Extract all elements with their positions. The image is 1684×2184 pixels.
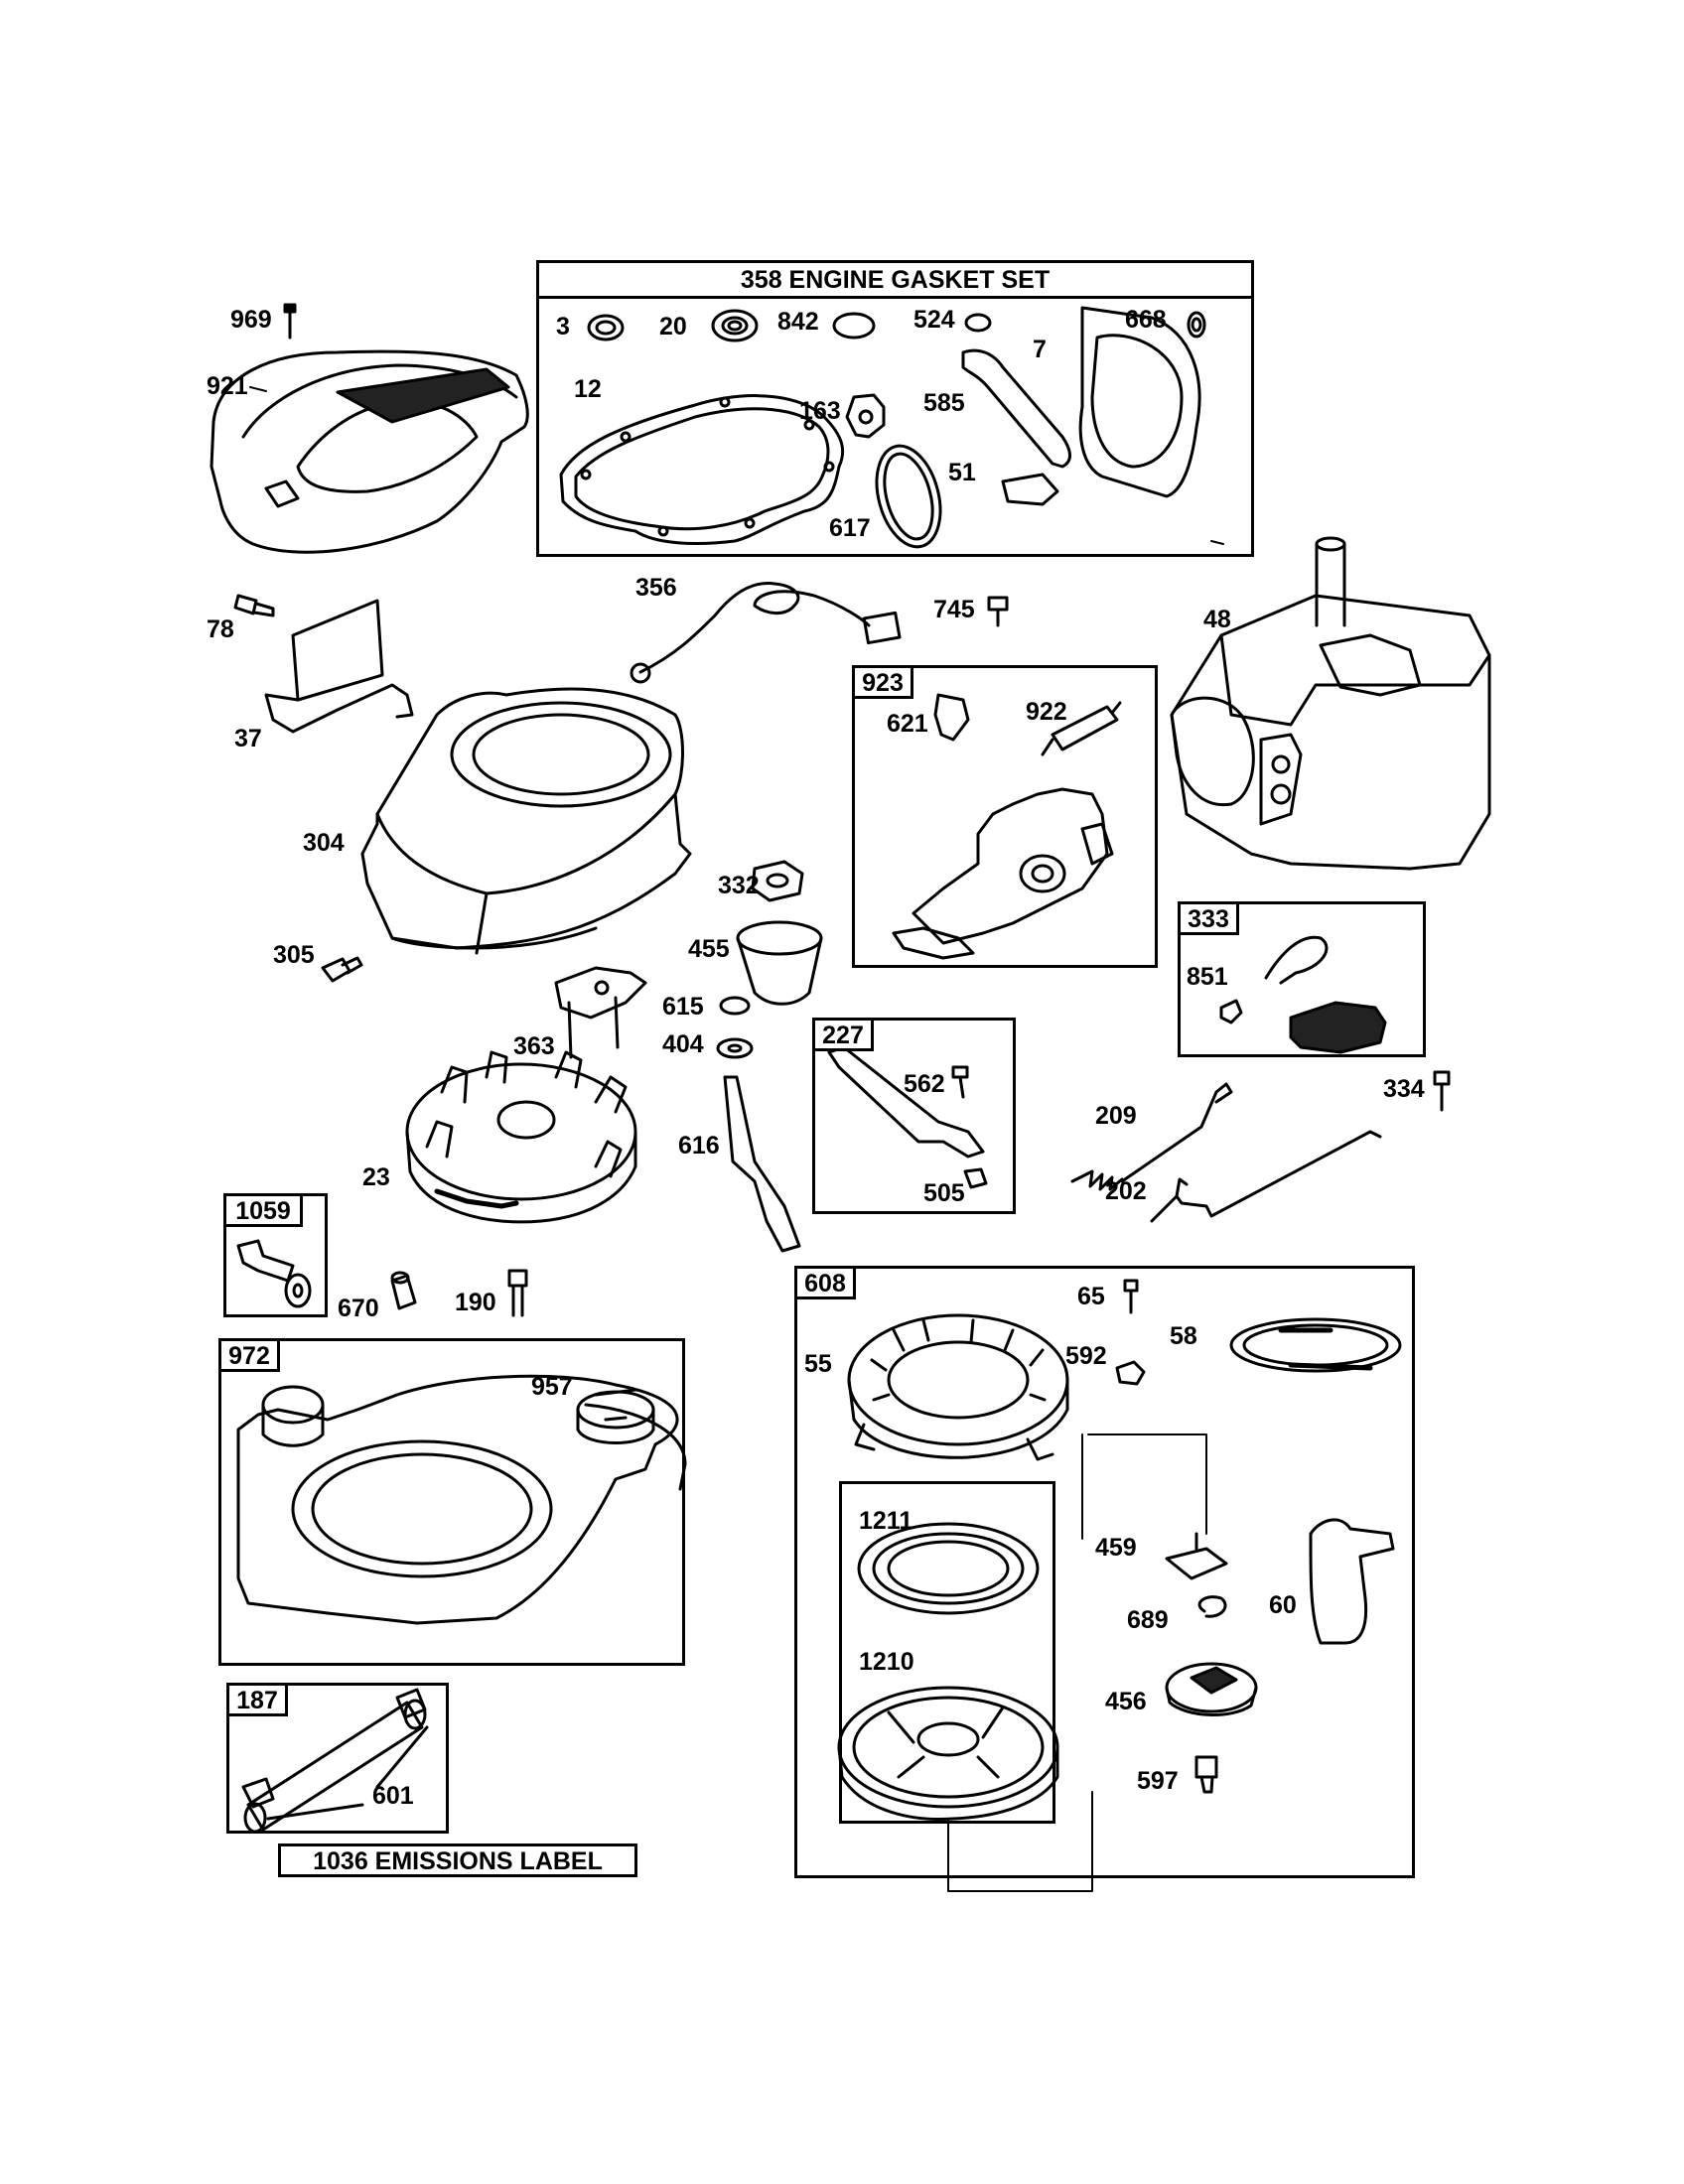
part-305-screw-drawing bbox=[321, 956, 363, 983]
label-55: 55 bbox=[804, 1350, 832, 1378]
label-23: 23 bbox=[362, 1163, 390, 1191]
gasket-set-box bbox=[536, 260, 1254, 557]
part-23-flywheel-drawing bbox=[405, 1050, 637, 1224]
box-923-tag: 923 bbox=[852, 665, 913, 699]
label-670: 670 bbox=[338, 1295, 379, 1322]
gasket-set-title-divider bbox=[536, 296, 1254, 299]
box-608-tag: 608 bbox=[794, 1266, 856, 1299]
label-842: 842 bbox=[777, 308, 819, 336]
box-227-parts-drawing bbox=[827, 1045, 988, 1189]
rewind-box-parts-drawing bbox=[837, 1522, 1059, 1821]
label-1211: 1211 bbox=[859, 1507, 913, 1535]
label-404: 404 bbox=[662, 1030, 704, 1058]
part-616-link-drawing bbox=[723, 1075, 801, 1253]
label-1210: 1210 bbox=[859, 1648, 914, 1676]
label-851: 851 bbox=[1187, 963, 1228, 991]
label-455: 455 bbox=[688, 935, 730, 963]
label-3: 3 bbox=[556, 313, 570, 341]
part-455-cup-drawing bbox=[736, 920, 823, 1006]
label-689: 689 bbox=[1127, 1606, 1169, 1634]
label-78: 78 bbox=[207, 615, 234, 643]
part-332-nut-drawing bbox=[751, 860, 804, 902]
label-621: 621 bbox=[887, 710, 928, 738]
label-202: 202 bbox=[1105, 1177, 1147, 1205]
label-7: 7 bbox=[1033, 336, 1047, 363]
box-333 bbox=[1178, 901, 1426, 1057]
label-459: 459 bbox=[1095, 1534, 1137, 1562]
label-921: 921 bbox=[207, 372, 248, 400]
part-670-190-drawing bbox=[390, 1269, 528, 1317]
label-617: 617 bbox=[829, 514, 871, 542]
gasket-set-title: 358 ENGINE GASKET SET bbox=[740, 266, 1051, 294]
label-922: 922 bbox=[1026, 698, 1067, 726]
label-304: 304 bbox=[303, 829, 345, 857]
label-356: 356 bbox=[635, 574, 677, 602]
starter-small-parts-drawing bbox=[1165, 1518, 1395, 1794]
label-58: 58 bbox=[1170, 1322, 1197, 1350]
part-356-wire-drawing bbox=[630, 581, 902, 684]
emissions-label-box: 1036 EMISSIONS LABEL bbox=[278, 1843, 637, 1877]
label-745: 745 bbox=[933, 596, 975, 623]
box-187-tag: 187 bbox=[226, 1683, 288, 1716]
part-48-engine-block-drawing bbox=[1170, 536, 1491, 871]
label-334: 334 bbox=[1383, 1075, 1425, 1103]
label-505: 505 bbox=[923, 1179, 965, 1207]
part-921-cover-drawing bbox=[210, 349, 529, 554]
label-668: 668 bbox=[1125, 306, 1167, 334]
box-227 bbox=[812, 1018, 1016, 1214]
part-745-screw-drawing bbox=[987, 596, 1009, 627]
label-601: 601 bbox=[372, 1782, 414, 1810]
label-616: 616 bbox=[678, 1132, 720, 1160]
label-305: 305 bbox=[273, 941, 315, 969]
label-456: 456 bbox=[1105, 1688, 1147, 1715]
part-363-bracket-drawing bbox=[554, 966, 647, 1059]
label-65: 65 bbox=[1077, 1283, 1105, 1310]
label-48: 48 bbox=[1203, 606, 1231, 633]
label-209: 209 bbox=[1095, 1102, 1137, 1130]
label-12: 12 bbox=[574, 375, 602, 403]
box-1059-tag: 1059 bbox=[223, 1193, 303, 1227]
label-37: 37 bbox=[234, 725, 262, 752]
rewind-inner-box bbox=[839, 1481, 1055, 1824]
label-363: 363 bbox=[513, 1032, 555, 1060]
box-972-parts-drawing bbox=[236, 1374, 687, 1625]
label-562: 562 bbox=[904, 1070, 945, 1098]
box-187-parts-drawing bbox=[241, 1688, 429, 1834]
label-163: 163 bbox=[799, 397, 841, 425]
box-608 bbox=[794, 1266, 1415, 1878]
box-923 bbox=[852, 665, 1158, 968]
box-923-parts-drawing bbox=[892, 693, 1122, 960]
part-969-screw-drawing bbox=[283, 303, 297, 340]
label-615: 615 bbox=[662, 993, 704, 1021]
part-304-blower-housing-drawing bbox=[360, 687, 692, 955]
box-608-parts-drawing bbox=[847, 1279, 1402, 1461]
box-333-tag: 333 bbox=[1178, 901, 1239, 935]
label-957: 957 bbox=[531, 1373, 573, 1401]
springs-links-drawing bbox=[1070, 1070, 1451, 1223]
label-524: 524 bbox=[913, 306, 955, 334]
gasket-set-parts-drawing bbox=[559, 306, 1206, 549]
label-585: 585 bbox=[923, 389, 965, 417]
label-51: 51 bbox=[948, 459, 976, 486]
box-227-tag: 227 bbox=[812, 1018, 874, 1051]
label-592: 592 bbox=[1065, 1342, 1107, 1370]
label-20: 20 bbox=[659, 313, 687, 341]
box-333-parts-drawing bbox=[1219, 935, 1387, 1054]
label-60: 60 bbox=[1269, 1591, 1297, 1619]
box-187 bbox=[226, 1683, 449, 1834]
box-972 bbox=[218, 1338, 685, 1666]
part-78-screw-drawing bbox=[233, 594, 275, 617]
part-615-404-drawing bbox=[716, 996, 754, 1059]
label-332: 332 bbox=[718, 872, 760, 899]
part-37-shield-drawing bbox=[264, 599, 414, 734]
label-190: 190 bbox=[455, 1289, 496, 1316]
label-969: 969 bbox=[230, 306, 272, 334]
box-972-tag: 972 bbox=[218, 1338, 280, 1372]
box-1059-parts-drawing bbox=[236, 1239, 312, 1308]
label-597: 597 bbox=[1137, 1767, 1179, 1795]
